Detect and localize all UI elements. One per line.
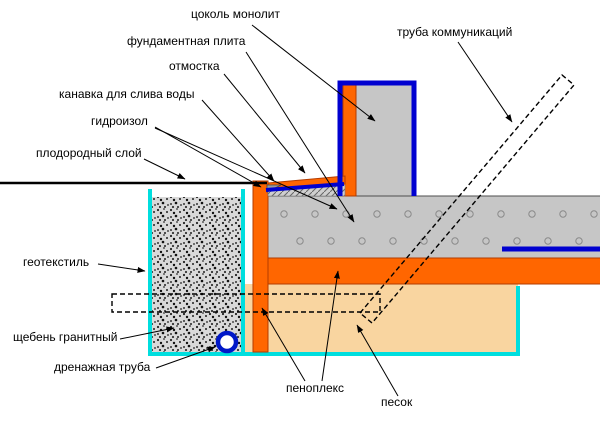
leader-arrows bbox=[97, 24, 513, 397]
arrow-otmostka bbox=[223, 73, 306, 174]
label-tsokol-monolit: цоколь монолит bbox=[191, 7, 280, 21]
arrow-pesok bbox=[356, 324, 399, 397]
drainage-duct-outline bbox=[111, 293, 381, 313]
label-penopleks: пеноплекс bbox=[286, 381, 345, 395]
drainage-pipe-section bbox=[215, 330, 239, 354]
sand-layer bbox=[245, 284, 518, 353]
label-kanavka: канавка для слива воды bbox=[59, 87, 195, 101]
arrow-kanavka bbox=[201, 99, 275, 182]
label-otmostka: отмостка bbox=[169, 59, 220, 73]
arrow-shcheben bbox=[119, 326, 175, 340]
arrow-plodorodny bbox=[143, 158, 186, 180]
hydro-wrap-plinth bbox=[337, 80, 417, 196]
label-fundamentnaya-plita: фундаментная плита bbox=[127, 34, 246, 48]
aggregate-circles bbox=[280, 210, 598, 245]
excavation bbox=[148, 189, 520, 356]
concrete-structure bbox=[267, 84, 600, 259]
arrow-truba-kommunikaciy bbox=[457, 41, 513, 123]
penoplex-under-slab bbox=[267, 257, 600, 285]
label-gidroizol: гидроизол bbox=[91, 114, 148, 128]
arrow-geotekstil bbox=[97, 263, 146, 273]
pipes bbox=[111, 74, 575, 354]
label-shcheben: щебень гранитный bbox=[13, 330, 118, 344]
geotextile-lining bbox=[148, 189, 520, 356]
label-pesok: песок bbox=[381, 395, 413, 409]
label-truba-kommunikaciy: труба коммуникаций bbox=[397, 25, 513, 39]
arrow-penopleks-1 bbox=[261, 307, 306, 382]
arrow-drenazh bbox=[155, 346, 216, 369]
arrow-tsokol bbox=[251, 24, 376, 122]
penoplex-vertical-strip bbox=[252, 180, 269, 353]
arrow-plita bbox=[245, 51, 355, 223]
arrow-gidroizol-2 bbox=[154, 127, 338, 210]
label-plodorodny-sloy: плодородный слой bbox=[36, 146, 142, 160]
arrow-penopleks-2 bbox=[321, 270, 340, 382]
plinth-monolith bbox=[355, 84, 413, 197]
communications-pipe bbox=[359, 74, 575, 324]
label-drenazhnaya-truba: дренажная труба bbox=[54, 360, 151, 374]
label-geotekstil: геотекстиль bbox=[23, 255, 90, 269]
arrow-gidroizol-1 bbox=[154, 126, 262, 188]
